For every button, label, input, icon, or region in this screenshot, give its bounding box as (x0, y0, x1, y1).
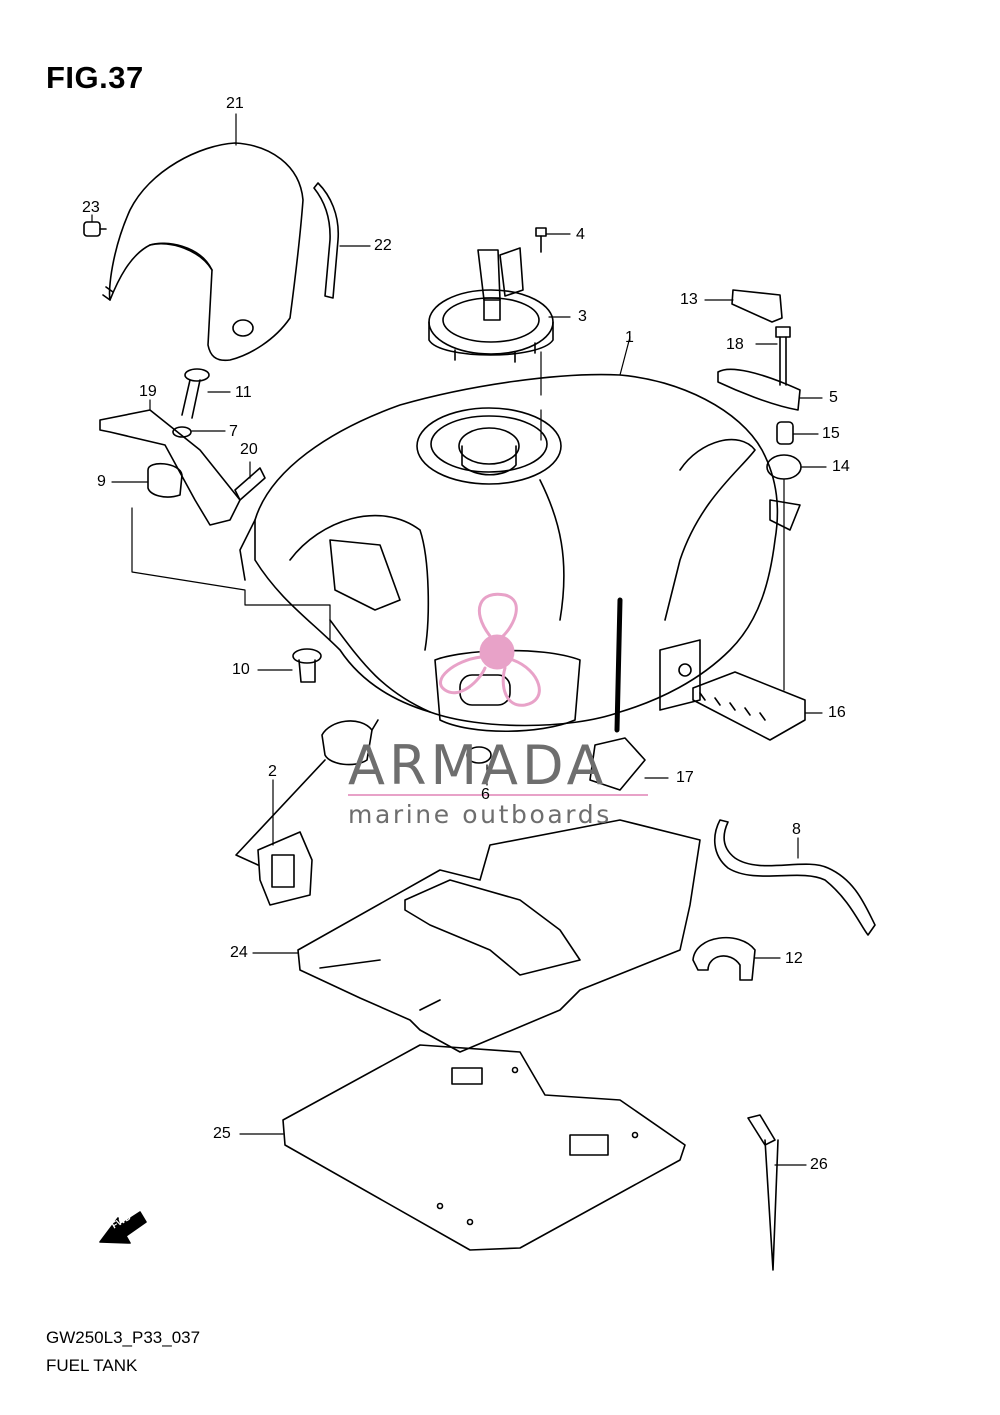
watermark-name: ARMADA (348, 734, 608, 797)
part-20-damper (234, 467, 266, 501)
part-8-hose (713, 819, 876, 936)
callout-21: 21 (226, 95, 244, 112)
part-2-fuel-gauge (235, 719, 379, 906)
part-3-fuel-cap (428, 247, 554, 363)
callout-13: 13 (680, 291, 698, 308)
part-22-strip (313, 182, 340, 299)
callout-16: 16 (828, 704, 846, 721)
figure-title: FIG.37 (46, 60, 144, 95)
part-26-cable-tie (747, 1114, 779, 1271)
fwd-arrow-icon (99, 1211, 147, 1244)
part-7-washer (172, 426, 192, 438)
part-25-plate (282, 1044, 686, 1251)
callout-4: 4 (576, 226, 585, 243)
callout-23: 23 (82, 199, 100, 216)
part-12-clamp (692, 936, 756, 981)
callout-19: 19 (139, 383, 157, 400)
part-10-grommet (292, 648, 322, 683)
part-16-rubber-block (692, 671, 806, 741)
diagram-name: FUEL TANK (46, 1356, 138, 1375)
callout-18: 18 (726, 336, 744, 353)
callout-9: 9 (97, 473, 106, 490)
callout-20: 20 (240, 441, 258, 458)
callout-12: 12 (785, 950, 803, 967)
part-4-screw (535, 227, 547, 253)
part-18-bolt (775, 326, 791, 386)
callout-17: 17 (676, 769, 694, 786)
part-14-cushion (766, 454, 802, 480)
watermark-divider (348, 794, 648, 796)
callout-1: 1 (625, 329, 634, 346)
callout-10: 10 (232, 661, 250, 678)
callout-26: 26 (810, 1156, 828, 1173)
callout-2: 2 (268, 763, 277, 780)
callout-22: 22 (374, 237, 392, 254)
part-24-tray (297, 819, 701, 1053)
part-23-screw (83, 221, 107, 237)
callout-3: 3 (578, 308, 587, 325)
part-5-bracket (717, 368, 801, 411)
part-11-bolt (181, 368, 210, 419)
callout-5: 5 (829, 389, 838, 406)
watermark-tagline: marine outboards (348, 800, 612, 829)
callout-24: 24 (230, 944, 248, 961)
part-21-tank-cover (102, 142, 304, 362)
diagram-code: GW250L3_P33_037 (46, 1328, 201, 1347)
callout-6: 6 (481, 786, 490, 803)
watermark-logo-icon (439, 592, 541, 707)
callout-25: 25 (213, 1125, 231, 1142)
part-9-grommet (147, 462, 183, 498)
callout-15: 15 (822, 425, 840, 442)
part-19-bracket (99, 409, 241, 526)
part-1-fuel-tank (239, 373, 801, 733)
callout-14: 14 (832, 458, 850, 475)
leader-lines (91, 113, 827, 1166)
callout-11: 11 (235, 384, 252, 401)
callout-8: 8 (792, 821, 801, 838)
callout-7: 7 (229, 423, 238, 440)
part-17-pad (589, 737, 646, 791)
part-6-seal (466, 746, 492, 764)
part-15-collar (776, 421, 794, 445)
part-13-cap (731, 289, 783, 323)
